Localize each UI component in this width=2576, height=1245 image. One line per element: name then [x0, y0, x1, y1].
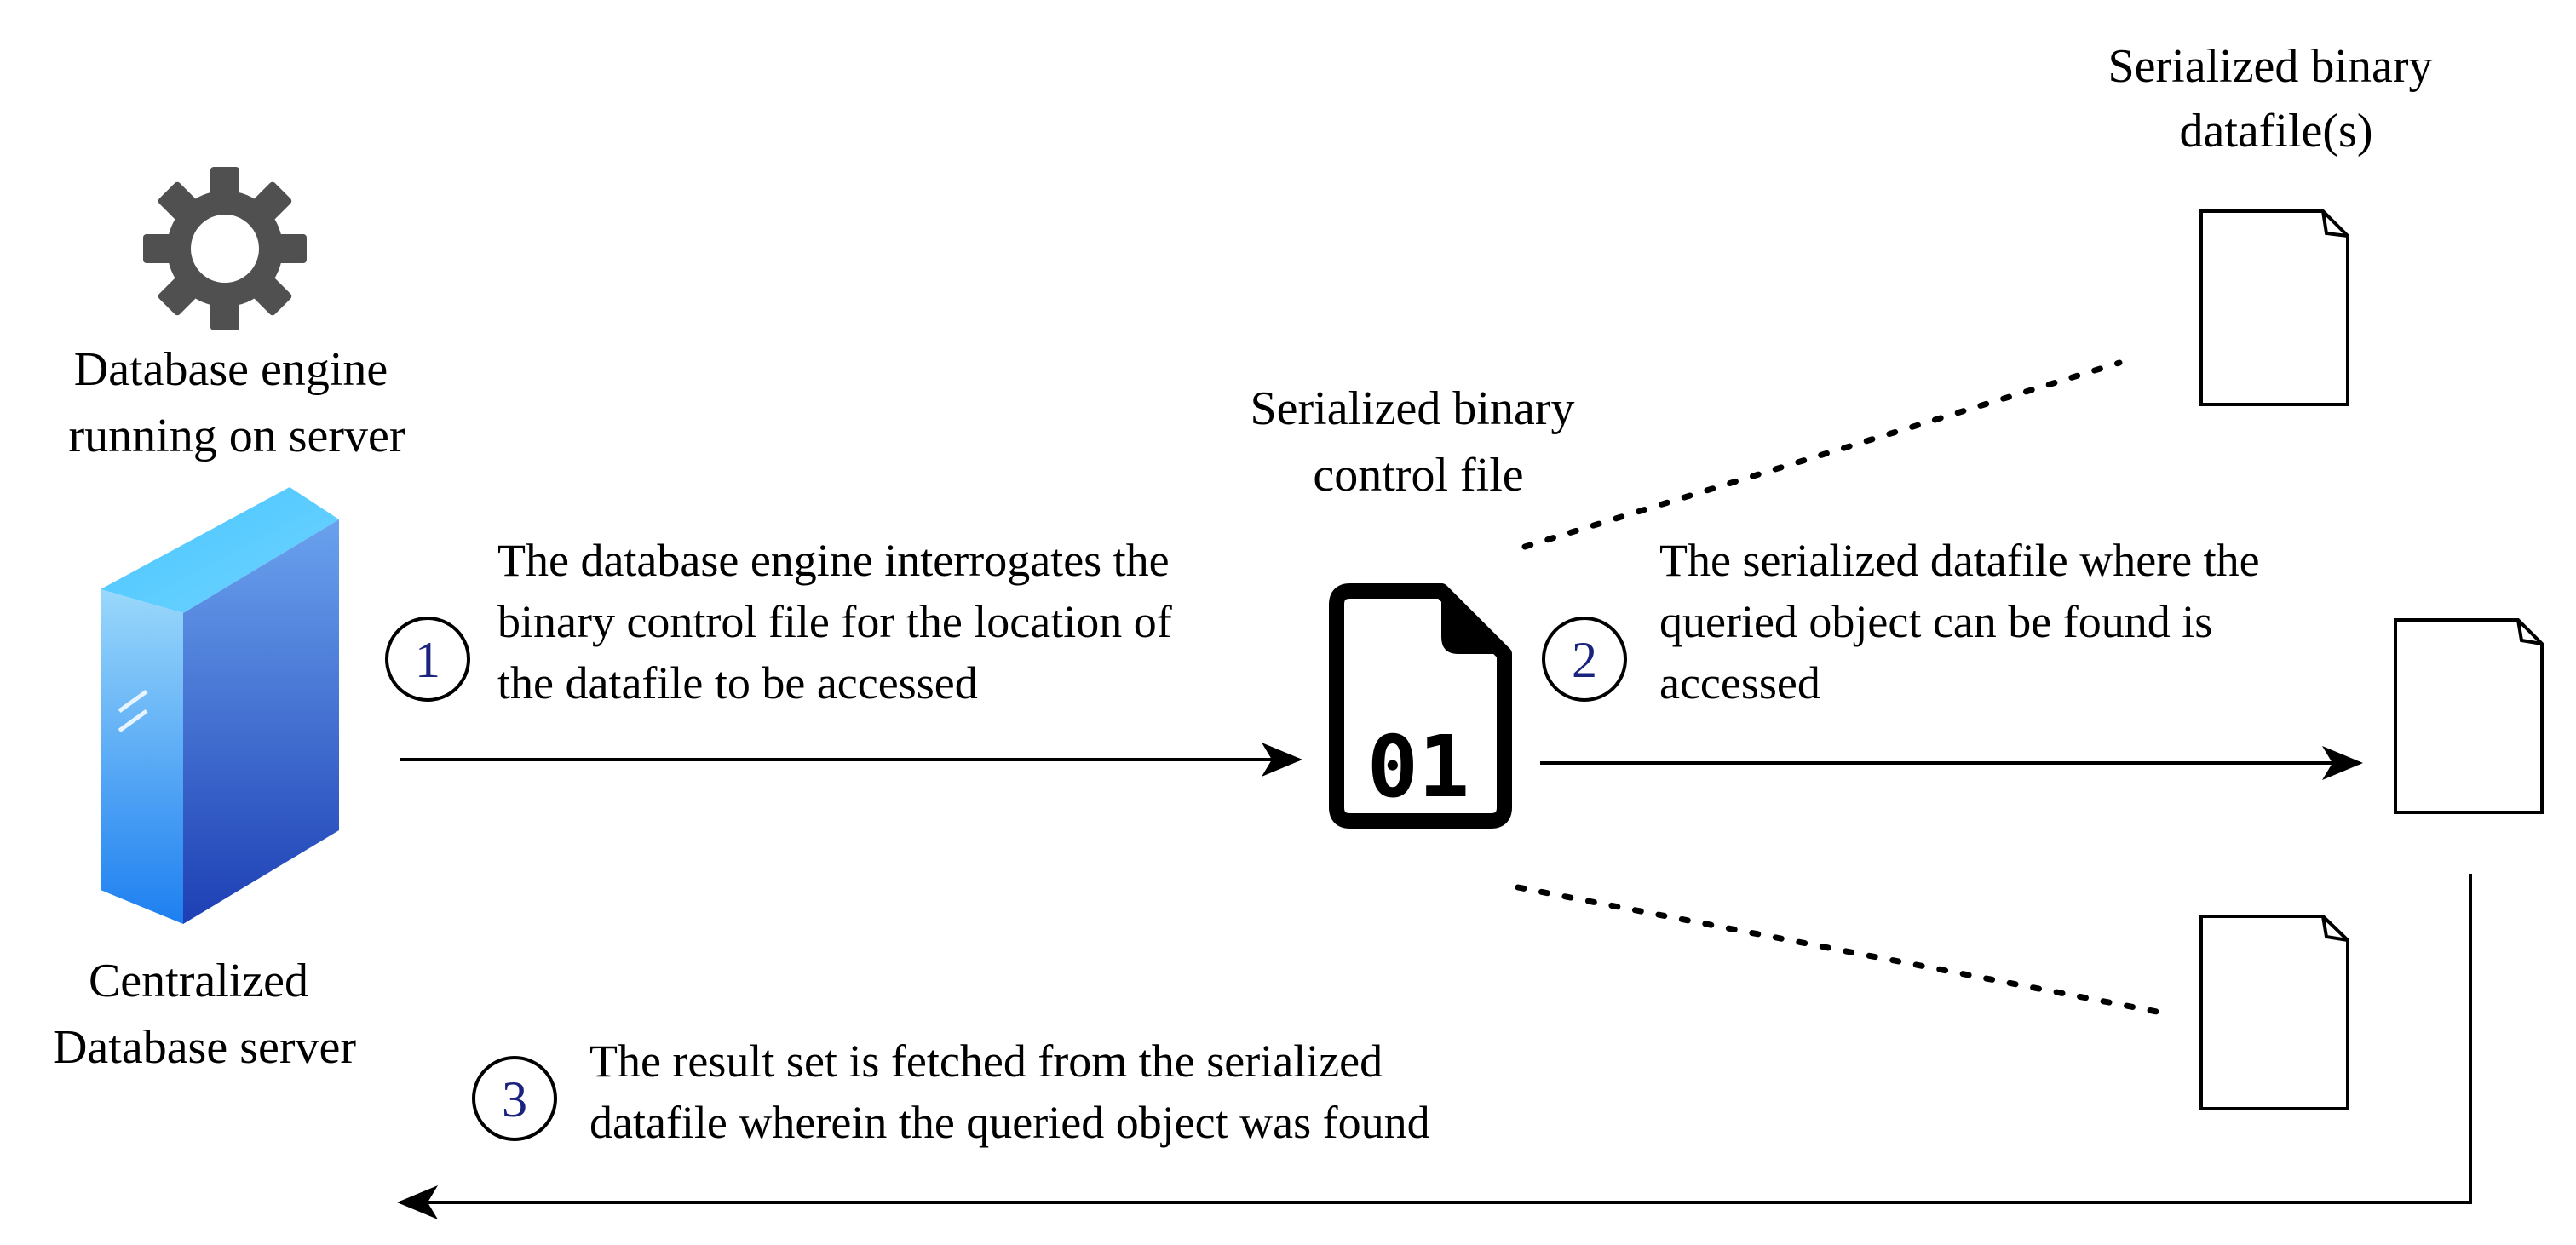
server-label: Centralized Database server	[53, 955, 356, 1074]
step-3: 3 The result set is fetched from the ser…	[472, 1036, 1430, 1148]
binary-glyph: 01	[1367, 717, 1469, 817]
control-file-label: Serialized binary control file	[1251, 382, 1587, 502]
control-file-label-line-1: Serialized binary	[1251, 382, 1575, 435]
datafiles-label: Serialized binary datafile(s)	[2108, 40, 2445, 158]
step-2-line-2: queried object can be found is	[1659, 596, 2212, 647]
step-number-circle	[472, 1056, 557, 1141]
datafiles-label-line-2: datafile(s)	[2180, 105, 2373, 158]
step-1: 1 The database engine interrogates the b…	[385, 535, 1183, 709]
step-3-line-2: datafile wherein the queried object was …	[589, 1097, 1430, 1148]
control-file-label-line-2: control file	[1313, 449, 1523, 502]
step-2-line-3: accessed	[1659, 657, 1820, 709]
step-number: 1	[415, 632, 440, 688]
step-2-line-1: The serialized datafile where the	[1659, 535, 2260, 586]
step-number: 2	[1572, 632, 1597, 688]
step-1-line-1: The database engine interrogates the	[497, 535, 1170, 586]
dotted-connector-lower	[1515, 884, 2160, 1015]
step-3-text: The result set is fetched from the seria…	[589, 1036, 1430, 1148]
step-number-circle	[1542, 617, 1627, 702]
engine-label-line-2: running on server	[68, 410, 405, 462]
document-icon	[2199, 915, 2349, 1110]
datafiles-label-line-1: Serialized binary	[2108, 40, 2433, 93]
step-number: 3	[502, 1071, 527, 1127]
gear-icon	[143, 167, 307, 330]
step-number-circle	[385, 617, 470, 702]
step-1-line-3: the datafile to be accessed	[497, 657, 978, 709]
engine-label-line-1: Database engine	[74, 343, 388, 396]
document-icon	[2394, 618, 2544, 814]
step-2-text: The serialized datafile where the querie…	[1659, 535, 2271, 709]
dotted-connector-upper	[1521, 359, 2123, 550]
server-label-line-2: Database server	[53, 1021, 356, 1074]
binary-file-icon: 01	[1329, 583, 1512, 829]
server-icon	[101, 487, 339, 924]
arrow-step-3	[397, 874, 2472, 1219]
document-icon	[2199, 209, 2349, 406]
step-1-text: The database engine interrogates the bin…	[497, 535, 1183, 709]
engine-label: Database engine running on server	[68, 343, 405, 462]
step-2: 2 The serialized datafile where the quer…	[1542, 535, 2271, 709]
step-3-line-1: The result set is fetched from the seria…	[589, 1036, 1383, 1087]
step-1-line-2: binary control file for the location of	[497, 596, 1172, 647]
server-label-line-1: Centralized	[89, 955, 308, 1007]
